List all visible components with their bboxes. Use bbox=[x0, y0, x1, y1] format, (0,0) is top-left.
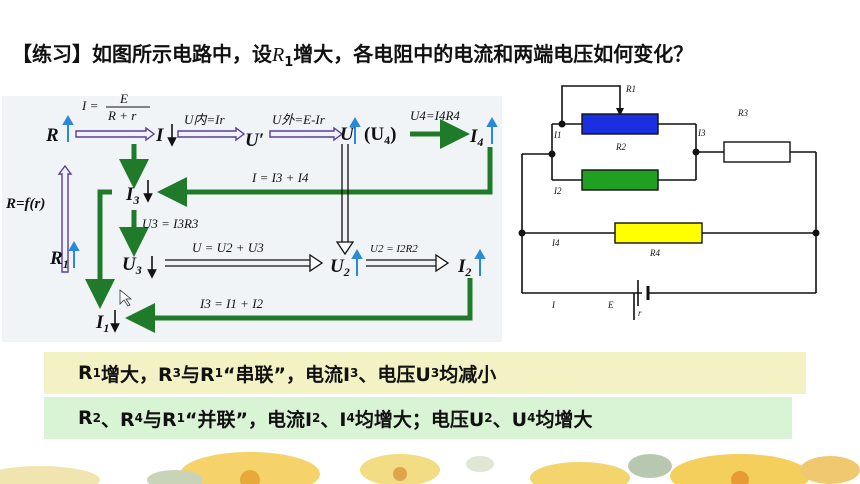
flow-arrow-u-to-u2 bbox=[341, 144, 349, 242]
label-r2: R2 bbox=[615, 142, 626, 152]
flow-arrow-i2-to-i1 bbox=[125, 278, 473, 333]
eq-u4: U4=I4R4 bbox=[410, 108, 460, 123]
label-i1: I1 bbox=[553, 130, 562, 140]
flow-arrow-i4-to-i3 bbox=[157, 147, 493, 207]
label-i4: I4 bbox=[551, 238, 560, 248]
flower-decoration bbox=[0, 452, 860, 484]
node-r: R bbox=[45, 125, 59, 146]
resistor-r3 bbox=[723, 141, 791, 163]
flow-arrow-i3-to-i1 bbox=[85, 189, 115, 309]
node-i: I bbox=[155, 125, 164, 146]
node-i3: I3 bbox=[125, 184, 139, 207]
label-i2: I2 bbox=[553, 186, 562, 196]
node-u: U bbox=[340, 124, 355, 145]
eq-u-nei: U内=Ir bbox=[184, 112, 225, 127]
eq-u-sum: U = U2 + U3 bbox=[192, 240, 264, 255]
eq-u-wai: U外=E-Ir bbox=[272, 112, 326, 127]
circuit-diagram: R1 R2 R3 R4 I1 I2 I3 I4 I E r bbox=[518, 84, 820, 320]
label-i: I bbox=[551, 300, 556, 310]
eq-u2: U2 = I2R2 bbox=[370, 243, 418, 255]
flow-arrow-r-to-i bbox=[75, 126, 156, 142]
label-r1: R1 bbox=[625, 84, 636, 94]
node-i2: I2 bbox=[457, 256, 471, 279]
label-i3: I3 bbox=[697, 128, 706, 138]
eq-i-lhs: I = bbox=[81, 98, 98, 113]
flow-arrow-uprime-to-u bbox=[269, 126, 344, 142]
label-r3: R3 bbox=[737, 108, 748, 118]
eq-i3-sum: I3 = I1 + I2 bbox=[199, 296, 264, 311]
reasoning-flow-diagram: R I U′ U (U4) I4 I3 R1 U3 U2 I2 I1 R=f(r… bbox=[2, 91, 502, 342]
node-r-fr: R=f(r) bbox=[5, 196, 45, 212]
node-u4: (U4) bbox=[364, 124, 396, 147]
label-r-internal: r bbox=[638, 308, 642, 318]
node-uprime: U′ bbox=[245, 130, 264, 151]
node-u2: U2 bbox=[330, 256, 350, 279]
resistor-r2 bbox=[581, 169, 659, 191]
eq-i-sum: I = I3 + I4 bbox=[251, 170, 309, 185]
resistor-r4 bbox=[614, 222, 703, 244]
node-i1: I1 bbox=[95, 312, 109, 335]
resistor-r1 bbox=[581, 113, 659, 135]
flow-arrow-u3-to-u2 bbox=[165, 259, 310, 267]
eq-i-den: R + r bbox=[107, 108, 137, 123]
page-title: 【练习】如图所示电路中，设R1增大，各电阻中的电流和两端电压如何变化？ bbox=[12, 42, 694, 70]
node-i4: I4 bbox=[469, 126, 483, 149]
node-u3: U3 bbox=[122, 254, 142, 277]
flow-arrow-u2-to-i2 bbox=[366, 259, 436, 267]
node-r1: R1 bbox=[49, 248, 69, 271]
eq-u3: U3 = I3R3 bbox=[142, 216, 199, 231]
flow-arrow-r1-to-r bbox=[57, 164, 73, 273]
label-r4: R4 bbox=[649, 248, 660, 258]
label-e: E bbox=[607, 300, 614, 310]
cursor-icon bbox=[119, 289, 133, 307]
flow-arrow-i-to-uprime bbox=[177, 126, 246, 142]
eq-i-num: E bbox=[119, 91, 128, 106]
